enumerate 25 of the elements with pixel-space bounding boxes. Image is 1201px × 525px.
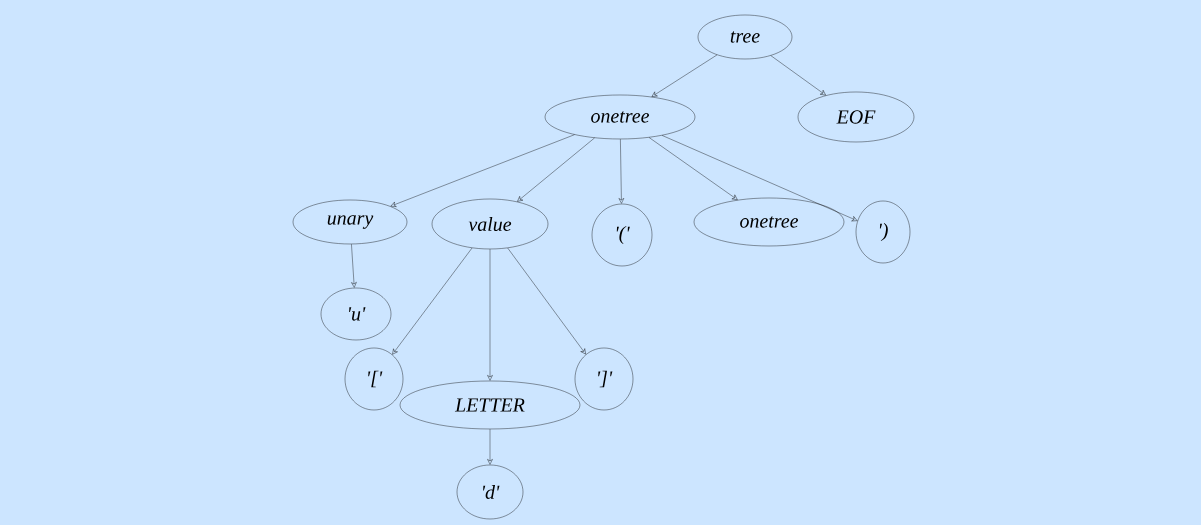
arrow <box>651 54 718 97</box>
ellipse-node: '(' <box>591 203 653 267</box>
arrow <box>390 134 575 207</box>
ellipse-node: 'd' <box>456 464 524 520</box>
ellipse-node: onetree <box>544 94 696 140</box>
ellipse-node: '[' <box>344 347 404 411</box>
ellipse-node: EOF <box>797 91 915 143</box>
arrow <box>517 137 595 202</box>
ellipse-node: ']' <box>574 347 634 411</box>
arrow <box>351 244 357 288</box>
arrow <box>392 247 473 355</box>
arrow <box>661 135 858 222</box>
ellipse-node: onetree <box>693 197 845 247</box>
arrow <box>618 139 625 204</box>
ellipse-node: LETTER <box>399 380 581 430</box>
ellipse-node: 'u' <box>320 287 392 341</box>
ellipse-node: value <box>431 198 549 250</box>
ellipse-node: tree <box>697 14 793 60</box>
arrow <box>770 55 826 96</box>
arrow <box>648 137 738 200</box>
arrow <box>487 429 493 465</box>
arrow <box>487 249 493 381</box>
ellipse-node: ') <box>855 200 911 264</box>
arrow <box>507 247 586 355</box>
ellipse-node: unary <box>292 199 408 245</box>
